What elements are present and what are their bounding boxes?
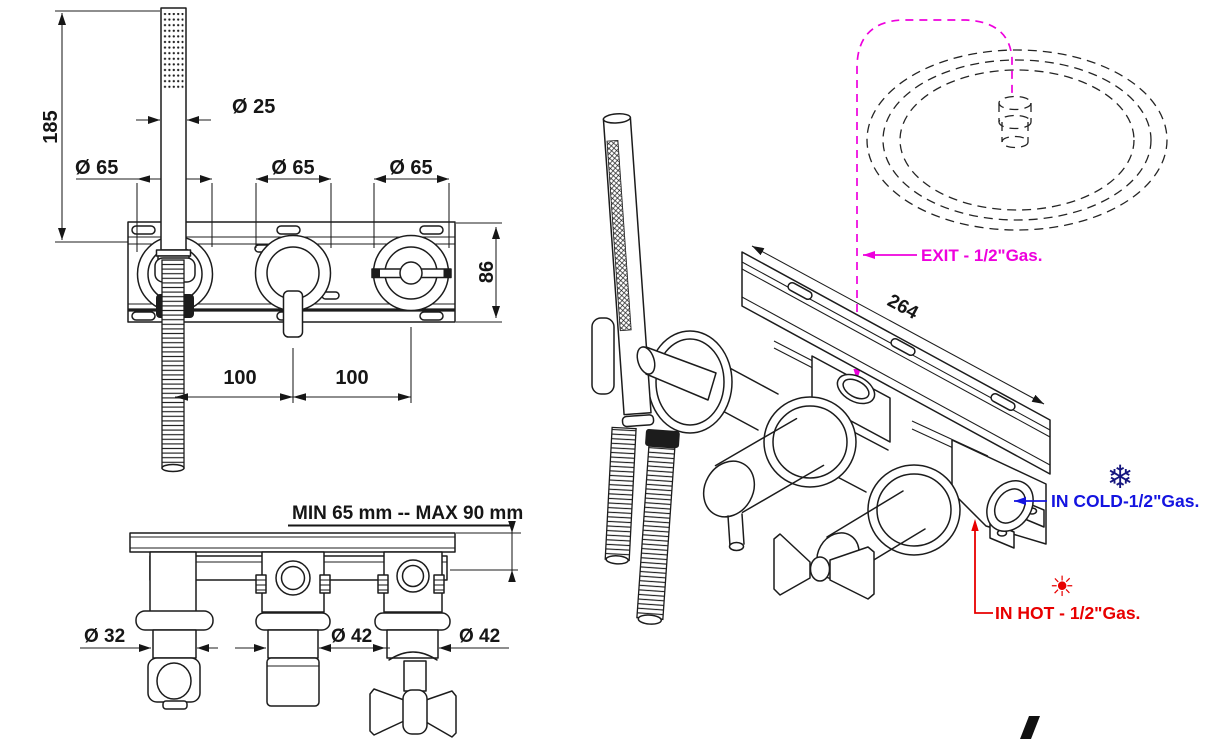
plate-slot — [131, 311, 156, 321]
mixer-body-section — [255, 551, 331, 707]
snowflake-icon: ❄ — [1107, 458, 1134, 496]
shower-hose — [161, 259, 185, 469]
holder-body-section — [135, 551, 214, 710]
spray-nozzle-knurl — [606, 139, 632, 332]
dim-dia25: Ø 25 — [136, 96, 275, 124]
cross-wing-right-iso — [829, 546, 875, 600]
lever-knob-face — [702, 460, 756, 518]
wall-plate-section — [129, 532, 456, 553]
dim-185-label: 185 — [40, 110, 62, 143]
valve-body-iso — [702, 340, 1047, 600]
cold-annotation: ❄ IN COLD-1/2"Gas. — [1014, 458, 1199, 511]
mixer-lever-trim — [254, 234, 332, 338]
iso-view: EXIT - 1/2"Gas. 264 — [591, 19, 1199, 625]
exit-port — [836, 373, 876, 405]
dim-dia32-label: Ø 32 — [84, 626, 125, 647]
dim-depth — [450, 521, 521, 582]
dim-dia65-right-label: Ø 65 — [389, 157, 432, 179]
dim-dia42-right: Ø 42 — [354, 626, 509, 652]
hose-a-iso — [604, 426, 637, 565]
diverter-cross-trim — [371, 234, 452, 312]
cold-label: IN COLD-1/2"Gas. — [1051, 491, 1199, 511]
dim-264-label: 264 — [884, 290, 922, 324]
dim-dia25-label: Ø 25 — [232, 96, 275, 118]
spray-nozzle-dots — [163, 13, 184, 89]
corner-mark — [1020, 716, 1040, 739]
section-view: MIN 65 mm -- MAX 90 mm — [80, 503, 523, 738]
hand-shower-front — [154, 7, 196, 473]
cross-hub-iso — [809, 556, 831, 582]
front-view: 185 Ø 25 Ø 65 Ø 65 Ø 65 — [40, 7, 502, 473]
dim-dia65-left-label: Ø 65 — [75, 157, 118, 179]
hose-nut-iso — [645, 429, 680, 448]
exit-routing: EXIT - 1/2"Gas. — [853, 19, 1042, 380]
sun-icon: ☀ — [1049, 570, 1074, 603]
depth-note: MIN 65 mm -- MAX 90 mm — [292, 503, 523, 524]
mixer-lever-handle — [282, 290, 304, 338]
overhead-shower-dashed — [866, 49, 1168, 231]
hot-annotation: ☀ IN HOT - 1/2"Gas. — [971, 519, 1140, 623]
dim-dia42-right-label: Ø 42 — [459, 626, 500, 647]
holder-jaw — [591, 317, 615, 395]
hose-b-iso — [636, 429, 680, 625]
dim-dia65-group: Ø 65 Ø 65 Ø 65 — [75, 157, 449, 183]
cross-hub — [402, 689, 428, 735]
hand-shower-iso — [591, 113, 733, 625]
cross-wing-right — [425, 690, 457, 738]
dim-dia42-mid-label: Ø 42 — [331, 626, 372, 647]
dim-86-label: 86 — [476, 261, 498, 283]
dim-plate-height-86: 86 — [456, 222, 502, 323]
dim-100-right-label: 100 — [335, 367, 368, 389]
dim-dia32: Ø 32 — [80, 626, 218, 652]
dim-pitch-100: 100 100 — [175, 327, 412, 403]
dim-height-185: 185 — [40, 10, 160, 243]
exit-label: EXIT - 1/2"Gas. — [921, 246, 1042, 265]
dim-100-left-label: 100 — [223, 367, 256, 389]
plate-slot — [276, 225, 301, 235]
diverter-body-section — [369, 551, 457, 738]
dim-dia65-mid-label: Ø 65 — [271, 157, 314, 179]
plate-slot — [131, 225, 156, 235]
cross-wing-left-iso — [773, 533, 811, 596]
plate-slot — [419, 225, 444, 235]
plate-slot — [419, 311, 444, 321]
hot-label: IN HOT - 1/2"Gas. — [995, 603, 1140, 623]
cross-wing-left — [369, 688, 405, 736]
